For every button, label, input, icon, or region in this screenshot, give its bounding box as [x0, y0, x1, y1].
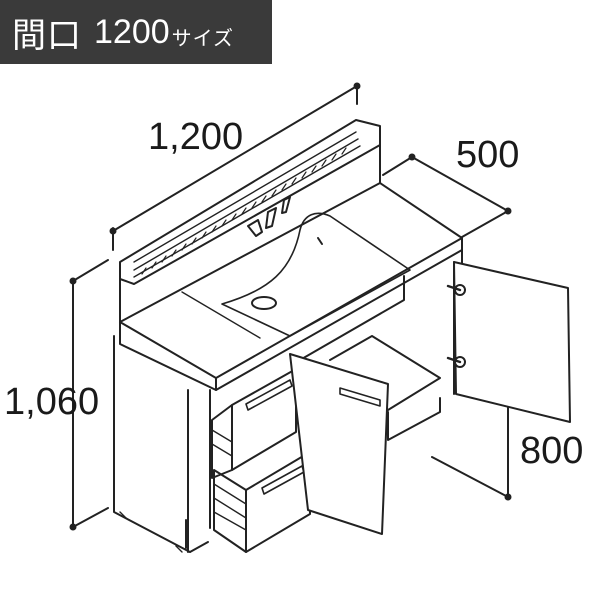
depth-dimension-label: 500	[456, 134, 520, 176]
counter-height-dimension-label: 800	[520, 430, 584, 472]
title-size: 1200	[94, 12, 170, 51]
countertop	[119, 182, 463, 391]
right-door	[446, 261, 571, 423]
width-dimension-line	[109, 82, 361, 251]
title-suffix: サイズ	[171, 27, 235, 50]
height-dimension-line	[69, 259, 109, 531]
depth-dimension-line	[382, 153, 512, 238]
title-label: 間口	[12, 16, 82, 55]
faucet	[247, 196, 291, 237]
width-dimension-label: 1,200	[148, 116, 244, 158]
height-dimension-label: 1,060	[4, 381, 100, 423]
title-badge: 間口 1200 サイズ	[0, 0, 272, 64]
lower-drawer	[213, 451, 311, 553]
basin	[181, 212, 411, 339]
backsplash	[119, 119, 381, 323]
upper-drawer	[211, 368, 297, 479]
center-door	[289, 353, 389, 535]
